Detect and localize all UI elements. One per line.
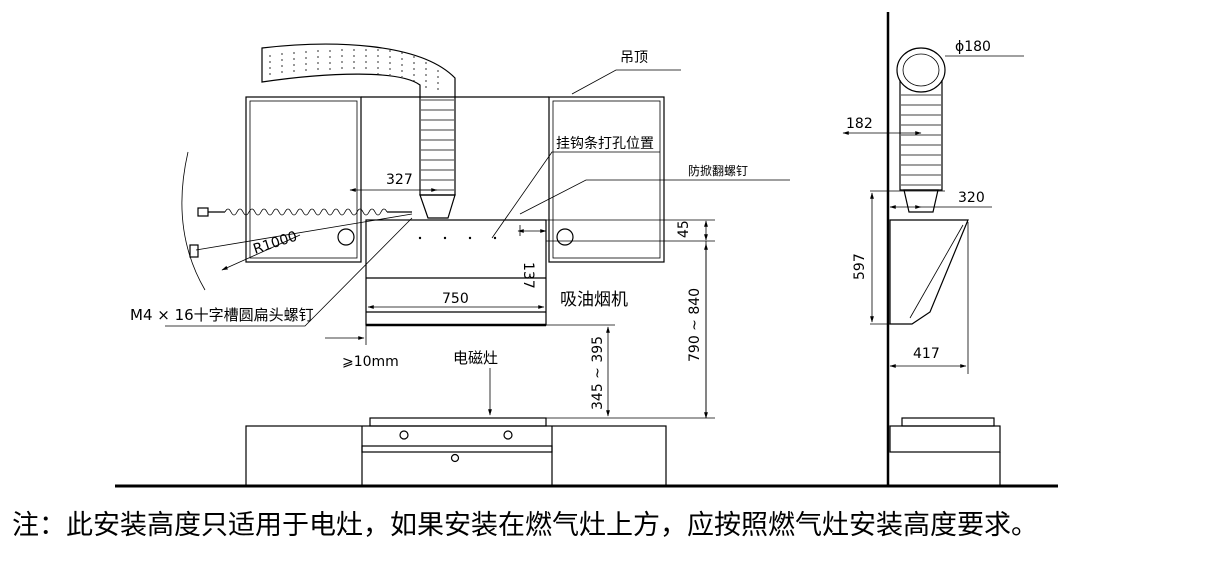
dim-417: 417	[913, 346, 940, 362]
induction-stove-label: 电磁灶	[453, 349, 498, 367]
range-hood-label: 吸油烟机	[560, 290, 628, 310]
power-cord	[189, 207, 412, 258]
anti-tip-screw-label: 防掀翻螺钉	[688, 163, 748, 178]
side-duct	[896, 47, 946, 213]
base-cabinet-side	[889, 417, 1001, 486]
dim-327: 327	[386, 172, 413, 188]
right-wall-cabinet	[548, 96, 665, 263]
radius-label: R1000	[251, 229, 299, 258]
dim-45: 45	[676, 220, 692, 238]
installation-note: 注：此安装高度只适用于电灶，如果安装在燃气灶上方，应按照燃气灶安装高度要求。	[12, 510, 1038, 541]
dim-10mm: ⩾10mm	[342, 354, 399, 370]
exhaust-duct	[261, 43, 456, 219]
dim-phi180: ϕ180	[955, 39, 991, 55]
installation-diagram: 吊顶 挂钩条打孔位置 防掀翻螺钉 吸油烟机 M4 × 16十字槽圆扁头螺钉 电磁…	[115, 12, 1058, 488]
dim-790-840: 790 ~ 840	[687, 288, 703, 362]
hook-position-label: 挂钩条打孔位置	[556, 135, 654, 152]
dim-750: 750	[442, 291, 469, 307]
left-wall-cabinet	[245, 96, 362, 263]
base-cabinet-front	[245, 417, 667, 487]
range-hood-side	[889, 219, 969, 325]
ceiling-leader	[571, 69, 681, 95]
dim-137: 137	[520, 262, 536, 289]
dim-345-395: 345 ~ 395	[590, 336, 606, 410]
range-hood-front	[365, 219, 547, 327]
ceiling-label: 吊顶	[620, 50, 648, 66]
dim-320: 320	[958, 190, 985, 206]
radius-arc	[181, 151, 206, 291]
dim-597: 597	[852, 253, 868, 280]
screw-spec-label: M4 × 16十字槽圆扁头螺钉	[130, 306, 314, 324]
dim-182: 182	[846, 116, 873, 132]
